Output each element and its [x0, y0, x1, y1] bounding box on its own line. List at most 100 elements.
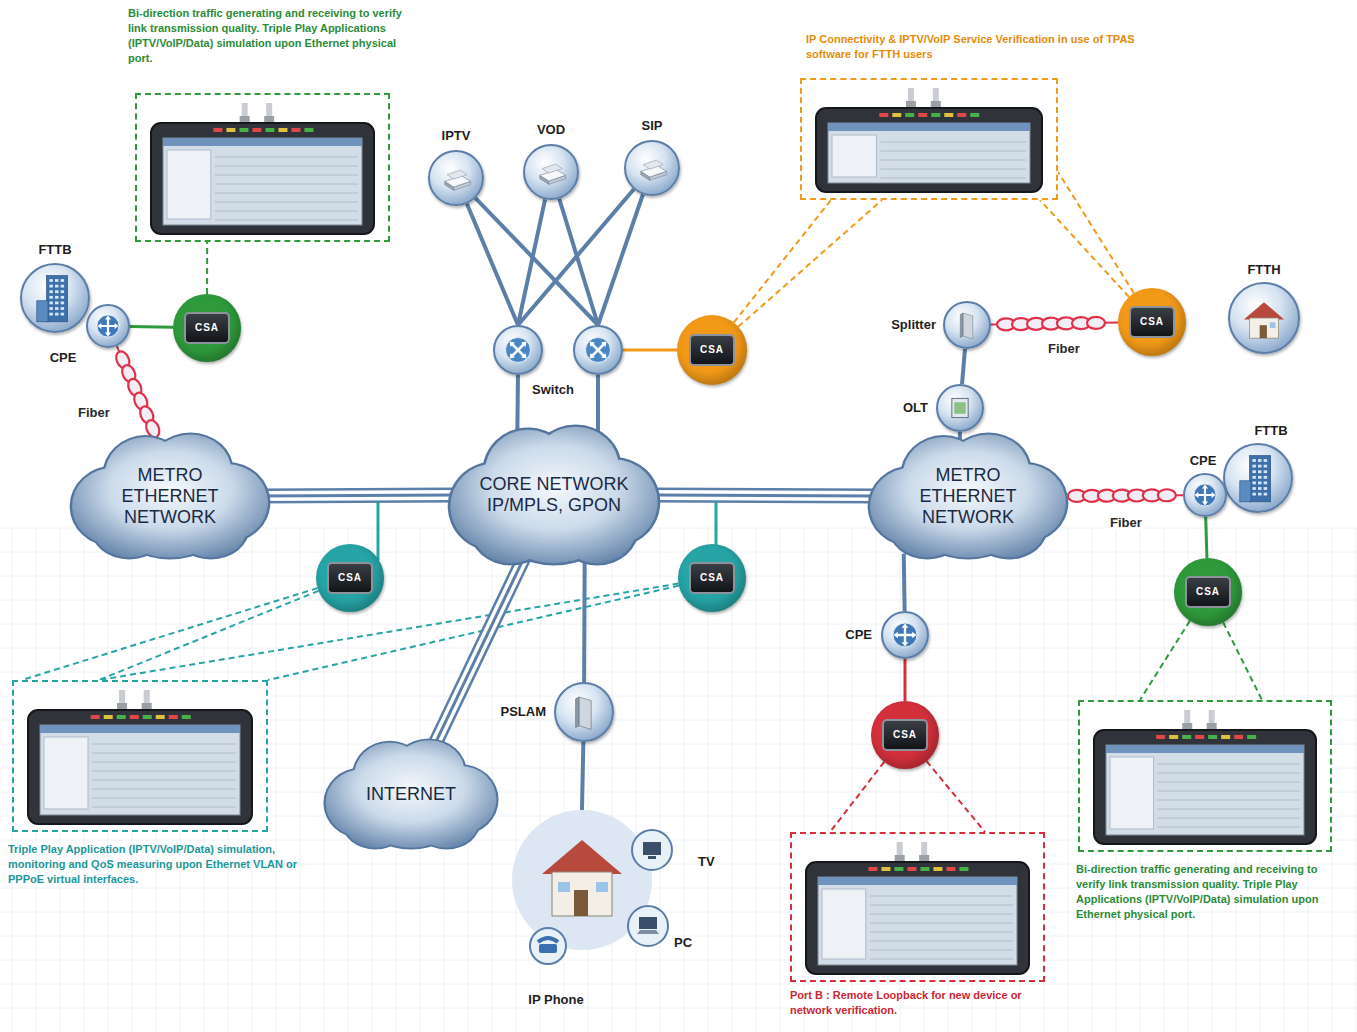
- callout-text: Triple Play Application (IPTV/VoIP/Data)…: [8, 842, 313, 887]
- network-icon: CPE: [86, 304, 130, 348]
- device-screen-row: [870, 941, 1013, 942]
- device-screen-row: [870, 896, 1013, 897]
- node-label: Splitter: [858, 317, 936, 332]
- device-screen-row: [880, 151, 1026, 152]
- device-led: [933, 867, 942, 871]
- grid-line: [780, 528, 781, 1032]
- device-led: [879, 113, 888, 117]
- link-line: [902, 554, 907, 611]
- device-screen-row: [92, 780, 236, 781]
- glyph-part: [510, 342, 527, 359]
- device-led: [905, 113, 914, 117]
- device-screen-row: [870, 959, 1013, 960]
- callout-box: Bi-direction traffic generating and rece…: [135, 93, 390, 242]
- node-label: IPTV: [416, 128, 496, 143]
- glyph-part: [55, 296, 59, 299]
- grid-line: [324, 528, 325, 1032]
- device-led: [104, 715, 113, 719]
- text-slot: CSA: [677, 315, 747, 385]
- logo-text: CSA: [184, 312, 230, 344]
- device-screen-row: [1158, 809, 1300, 810]
- device-screen-panel: [167, 150, 211, 219]
- glyph-part: [1260, 325, 1267, 338]
- device-screen-panel: [832, 135, 876, 177]
- glyph-part: [49, 285, 53, 288]
- glyph-part: [49, 302, 53, 305]
- glyph-part: [512, 344, 525, 357]
- tester-illustration: [14, 682, 266, 830]
- device-screen-row: [880, 142, 1026, 143]
- device-led: [944, 113, 953, 117]
- device-screen-panel: [1110, 757, 1154, 829]
- callout-text: IP Connectivity & IPTV/VoIP Service Veri…: [806, 32, 1146, 62]
- device-screen-row: [92, 789, 236, 790]
- text-slot: CPE: [812, 627, 872, 642]
- callout-text: Port B : Remote Loopback for new device …: [790, 988, 1060, 1018]
- tester-icon: CSA: [677, 315, 747, 385]
- house-icon: FTTH: [1228, 282, 1300, 354]
- glyph-part: [61, 296, 65, 299]
- network-cloud: INTERNET: [322, 738, 500, 850]
- device-screen-bar: [828, 123, 1030, 131]
- cloud-label: METRO ETHERNET NETWORK: [111, 465, 229, 528]
- icon-glyph: [554, 682, 614, 742]
- device-led: [918, 113, 927, 117]
- node-label: VOD: [511, 122, 591, 137]
- logo-text: CSA: [1129, 306, 1175, 338]
- text-slot: SIP: [612, 118, 692, 133]
- glyph-part: [55, 307, 59, 310]
- device-screen-row: [92, 744, 236, 745]
- glyph-part: [893, 623, 916, 646]
- device-led: [1156, 735, 1165, 739]
- house-wall: [552, 872, 612, 916]
- device-led: [1247, 735, 1256, 739]
- device-screen-row: [92, 798, 236, 799]
- edge-label: Fiber: [76, 405, 112, 420]
- network-icon: PSLAM: [554, 682, 614, 742]
- network-icon: VOD: [523, 144, 579, 200]
- icon-glyph: [20, 263, 90, 333]
- grid-line: [276, 528, 277, 1032]
- text-slot: INTERNET: [322, 738, 500, 850]
- device-screen-row: [1158, 764, 1300, 765]
- network-cloud: CORE NETWORK IP/MPLS, GPON: [446, 424, 662, 566]
- tester-icon: CSA: [173, 294, 241, 362]
- node-label: OLT: [870, 400, 928, 415]
- device-screen: [163, 138, 362, 225]
- text-slot: PSLAM: [466, 704, 546, 719]
- callout-leader: [99, 584, 678, 680]
- device-screen-row: [1158, 773, 1300, 774]
- glyph-part: [61, 279, 65, 282]
- glyph-part: [97, 315, 119, 337]
- glyph-part: [49, 313, 53, 316]
- device-screen-row: [870, 950, 1013, 951]
- text-slot: IP Connectivity & IPTV/VoIP Service Veri…: [806, 32, 1146, 62]
- text-slot: CPE: [1170, 453, 1236, 468]
- device-screen-row: [870, 932, 1013, 933]
- glyph-part: [1270, 322, 1276, 328]
- grid-line: [588, 528, 589, 1032]
- glyph-part: [586, 338, 611, 363]
- home-group: TVPCIP Phone: [512, 808, 737, 1014]
- device-screen-row: [1158, 827, 1300, 828]
- glyph-part: [1258, 487, 1262, 490]
- device-screen-row: [1158, 818, 1300, 819]
- text-slot: CSA: [678, 544, 746, 612]
- glyph-part: [1252, 470, 1256, 473]
- glyph-part: [1264, 493, 1268, 496]
- network-icon: Splitter: [943, 301, 991, 349]
- link-line: [467, 204, 518, 325]
- glyph-part: [1252, 476, 1256, 479]
- link-line: [582, 559, 587, 682]
- glyph-part: [1197, 487, 1213, 503]
- device-screen: [1106, 745, 1304, 835]
- device-screen-row: [92, 753, 236, 754]
- glyph-part: [55, 285, 59, 288]
- link-line: [623, 349, 677, 352]
- text-slot: Fiber: [1108, 515, 1144, 530]
- device-screen: [40, 725, 240, 815]
- device-led: [91, 715, 100, 719]
- tester-icon: CSA: [1174, 558, 1242, 626]
- link-line: [904, 659, 907, 701]
- building-icon: FTTB: [20, 263, 90, 333]
